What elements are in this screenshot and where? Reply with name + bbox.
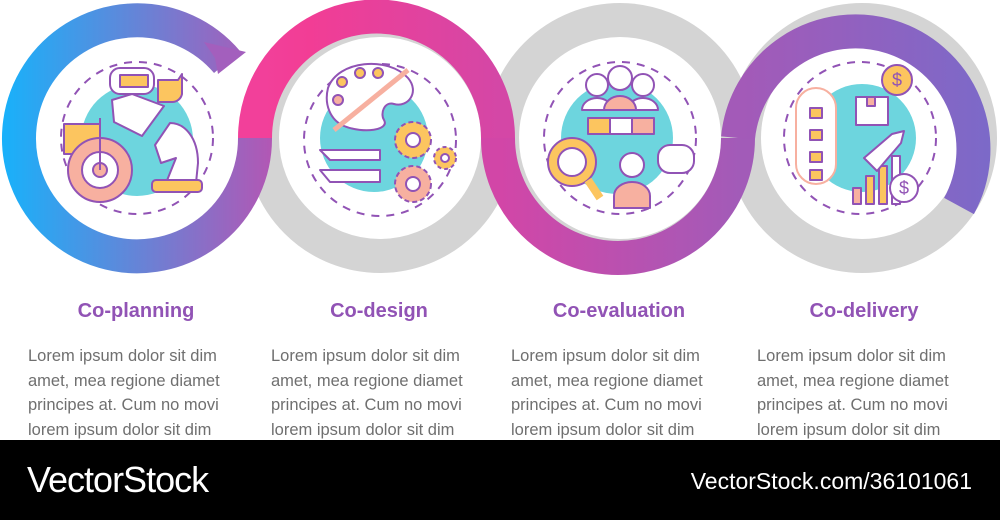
dollar-icon: $ (892, 70, 902, 90)
ribbon-segment-4 (721, 14, 991, 215)
ribbon-segment-3 (481, 137, 755, 275)
step-description: Lorem ipsum dolor sit dim amet, mea regi… (271, 347, 463, 440)
step-title-co-evaluation: Co-evaluation (552, 300, 686, 322)
evaluation-icon (543, 61, 697, 215)
image-url: VectorStock.com/36101061 (690, 468, 972, 494)
ribbon-segment-1 (2, 3, 272, 274)
design-icon (303, 62, 457, 217)
step-title-co-design: Co-design (330, 300, 428, 322)
process-diagram: $ $ (2, 0, 997, 275)
delivery-icon (783, 61, 937, 215)
planning-icon (60, 61, 214, 215)
step-title-co-planning: Co-planning (77, 300, 195, 322)
ribbon-segment-2 (238, 0, 515, 139)
step-description: Lorem ipsum dolor sit dim amet, mea regi… (511, 347, 703, 440)
dollar-icon: $ (899, 178, 909, 198)
step-description: Lorem ipsum dolor sit dim amet, mea regi… (28, 347, 220, 440)
arrow-head-icon (204, 42, 246, 74)
watermark-footer: VectorStock VectorStock.com/36101061 (0, 440, 1000, 520)
step-description: Lorem ipsum dolor sit dim amet, mea regi… (757, 347, 949, 440)
step-title-co-delivery: Co-delivery (809, 300, 919, 322)
brand-logo: VectorStock (27, 459, 209, 500)
